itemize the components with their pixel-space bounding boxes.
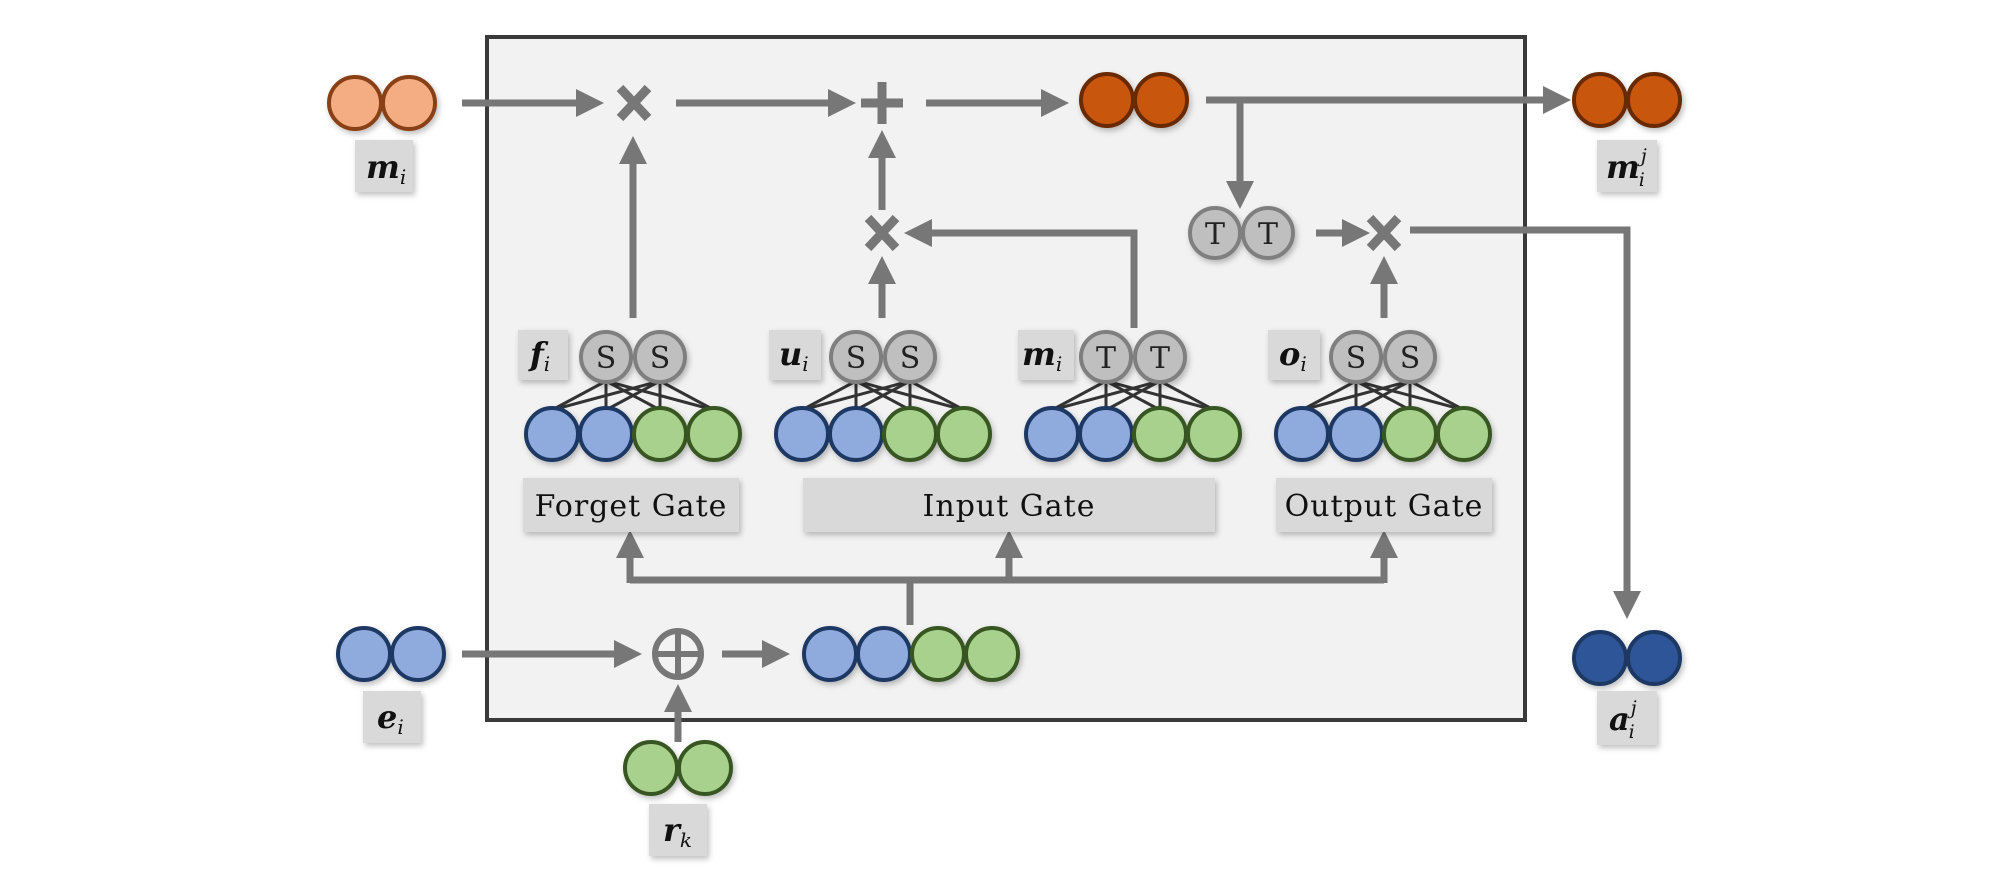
input-m-input-node (1132, 406, 1188, 462)
input-u-input-node (828, 406, 884, 462)
m-gate-tag (1018, 330, 1074, 380)
forget-activation-node (633, 330, 687, 384)
f-gate-tag (518, 330, 568, 380)
forget-input-node (524, 406, 580, 462)
input-m-input-node (1186, 406, 1242, 462)
output-input-node (1274, 406, 1330, 462)
output-tanh-nodes (1188, 206, 1295, 260)
m-gate-label: mi (1022, 335, 1062, 376)
input-m-activation-node (1079, 330, 1133, 384)
input-u-input-node (882, 406, 938, 462)
concat-op (652, 628, 704, 680)
multiply-op-middle (864, 214, 900, 252)
embedding-input-nodes (336, 626, 446, 682)
output-input-node (1328, 406, 1384, 462)
forget-activation-node (579, 330, 633, 384)
multiply-op-top (616, 84, 652, 122)
forget-input-node (686, 406, 742, 462)
forget-gate-label: Forget Gate (535, 489, 728, 524)
output-tanh-label-1: T (1205, 217, 1225, 252)
input-u-activation-label: S (846, 341, 867, 376)
forget-input-node (632, 406, 688, 462)
forget-activation-label: S (596, 341, 617, 376)
m-output-tag (1597, 140, 1657, 192)
output-gate-label: Output Gate (1285, 489, 1484, 524)
o-gate-label: oi (1279, 335, 1307, 376)
a-output-tag (1597, 691, 1657, 745)
forget-gate-box (523, 478, 739, 532)
output-input-node (1436, 406, 1492, 462)
output-gate-box (1276, 478, 1492, 532)
m-input-label: mi (366, 148, 406, 189)
u-gate-tag (769, 330, 821, 380)
forget-input-node (578, 406, 634, 462)
input-m-activation-node (1133, 330, 1187, 384)
output-tanh-label-2: T (1258, 217, 1278, 252)
output-activation-node (1329, 330, 1383, 384)
multiply-op-right (1366, 214, 1402, 252)
input-m-input-node (1078, 406, 1134, 462)
input-u-input-node (774, 406, 830, 462)
forget-activation-label: S (650, 341, 671, 376)
input-u-input-node (936, 406, 992, 462)
o-gate-tag (1268, 330, 1320, 380)
relation-input-nodes (623, 740, 733, 796)
memory-input-nodes (327, 75, 437, 131)
attention-output-nodes (1572, 630, 1682, 686)
input-gate-label: Input Gate (923, 489, 1096, 524)
input-u-activation-node (883, 330, 937, 384)
concatenated-vector-nodes (802, 626, 1020, 682)
input-m-input-node (1024, 406, 1080, 462)
input-u-activation-label: S (900, 341, 921, 376)
output-input-node (1382, 406, 1438, 462)
add-op-top (861, 82, 903, 124)
u-gate-label: ui (779, 335, 809, 376)
r-input-label: rk (663, 811, 692, 852)
e-input-label: ei (377, 698, 404, 739)
input-u-activation-node (829, 330, 883, 384)
memory-update-nodes (1079, 72, 1189, 128)
e-input-tag (363, 691, 421, 743)
input-m-activation-label: T (1096, 341, 1116, 376)
arrows (462, 86, 1641, 742)
r-input-tag (649, 804, 707, 856)
output-activation-label: S (1400, 341, 1421, 376)
memory-output-nodes (1572, 72, 1682, 128)
output-activation-label: S (1346, 341, 1367, 376)
m-input-tag (355, 140, 413, 192)
input-gate-box (803, 478, 1215, 532)
f-gate-label: fi (528, 335, 550, 376)
input-m-activation-label: T (1150, 341, 1170, 376)
output-activation-node (1383, 330, 1437, 384)
